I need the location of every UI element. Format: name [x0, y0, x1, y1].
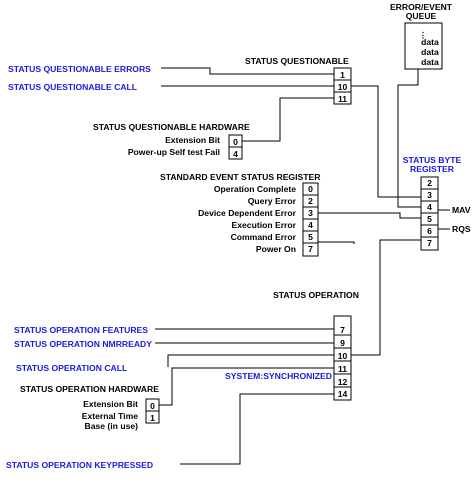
- status-questionable-errors-label: STATUS QUESTIONABLE ERRORS: [8, 64, 151, 74]
- soh-label: External Time: [82, 411, 138, 421]
- status-byte-bit: 5: [427, 214, 432, 224]
- ses-bit: 0: [308, 184, 313, 194]
- status-questionable-call-label: STATUS QUESTIONABLE CALL: [8, 82, 137, 92]
- ses-bit: 5: [308, 232, 313, 242]
- questionable-summary-line: [351, 85, 421, 198]
- rqs-label: RQS: [452, 224, 471, 234]
- status-operation-bit: 11: [338, 364, 347, 374]
- ses-extra-line: [318, 241, 355, 244]
- status-operation-call-label: STATUS OPERATION CALL: [16, 363, 127, 373]
- queue-title-line1: ERROR/EVENT: [390, 2, 453, 12]
- status-byte-title-line2: REGISTER: [410, 164, 455, 174]
- ses-label: Power On: [256, 244, 296, 254]
- queue-entry: data: [421, 37, 439, 47]
- ses-label: Command Error: [231, 232, 297, 242]
- status-questionable-title: STATUS QUESTIONABLE: [245, 56, 349, 66]
- sqh-label: Power-up Self test Fail: [128, 147, 220, 157]
- soh-bit: 1: [150, 413, 155, 423]
- soh-summary-line: [159, 367, 334, 406]
- queue-dots: ⋮: [419, 30, 428, 40]
- ses-bit: 2: [308, 196, 313, 206]
- status-operation-bit: 10: [338, 351, 348, 361]
- sqh-label: Extension Bit: [165, 135, 220, 145]
- status-byte-bit: 7: [427, 238, 432, 248]
- status-questionable-hardware-title: STATUS QUESTIONABLE HARDWARE: [93, 122, 250, 132]
- status-byte-title-line1: STATUS BYTE: [403, 155, 462, 165]
- operation-call-line: [167, 354, 334, 367]
- status-operation-hardware-title: STATUS OPERATION HARDWARE: [20, 384, 159, 394]
- status-operation-features-label: STATUS OPERATION FEATURES: [14, 325, 148, 335]
- ses-label: Execution Error: [232, 220, 297, 230]
- status-operation-bit: 7: [340, 325, 345, 335]
- questionable-errors-line: [161, 67, 334, 75]
- status-byte-bit: 2: [427, 178, 432, 188]
- queue-to-status-byte-line: [397, 69, 421, 208]
- ses-bit: 4: [308, 220, 313, 230]
- ses-label: Query Error: [248, 196, 297, 206]
- status-operation-bit: 12: [338, 377, 348, 387]
- ses-bit: 3: [308, 208, 313, 218]
- ses-label: Operation Complete: [214, 184, 296, 194]
- status-byte-bit: 6: [427, 226, 432, 236]
- operation-summary-line: [351, 239, 421, 356]
- standard-event-title: STANDARD EVENT STATUS REGISTER: [160, 172, 321, 182]
- queue-box: [404, 22, 443, 70]
- system-synchronized-label: SYSTEM:SYNCHRONIZED: [225, 371, 332, 381]
- soh-bit: 0: [150, 401, 155, 411]
- status-byte-bit: 4: [427, 202, 432, 212]
- status-operation-bit: 9: [340, 338, 345, 348]
- queue-title-line2: QUEUE: [406, 11, 437, 21]
- status-operation-register: [333, 315, 352, 401]
- status-operation-nmrready-label: STATUS OPERATION NMRREADY: [14, 339, 152, 349]
- mav-label: MAV: [452, 205, 471, 215]
- ses-label: Device Dependent Error: [198, 208, 297, 218]
- sqh-summary-line: [242, 97, 334, 142]
- queue-entry: data: [421, 57, 439, 67]
- soh-label: Base (in use): [85, 421, 139, 431]
- ses-bit: 7: [308, 244, 313, 254]
- ses-summary-line: [318, 212, 421, 219]
- status-operation-keypressed-label: STATUS OPERATION KEYPRESSED: [6, 460, 153, 470]
- sqh-bit: 0: [233, 137, 238, 147]
- operation-keypressed-line: [180, 393, 334, 465]
- status-operation-bit: 14: [338, 389, 348, 399]
- status-questionable-bit: 11: [338, 94, 347, 104]
- status-questionable-bit: 1: [340, 70, 345, 80]
- status-operation-title: STATUS OPERATION: [273, 290, 359, 300]
- status-byte-bit: 3: [427, 190, 432, 200]
- sqh-bit: 4: [233, 149, 238, 159]
- status-questionable-bit: 10: [338, 82, 348, 92]
- queue-entry: data: [421, 47, 439, 57]
- soh-label: Extension Bit: [83, 399, 138, 409]
